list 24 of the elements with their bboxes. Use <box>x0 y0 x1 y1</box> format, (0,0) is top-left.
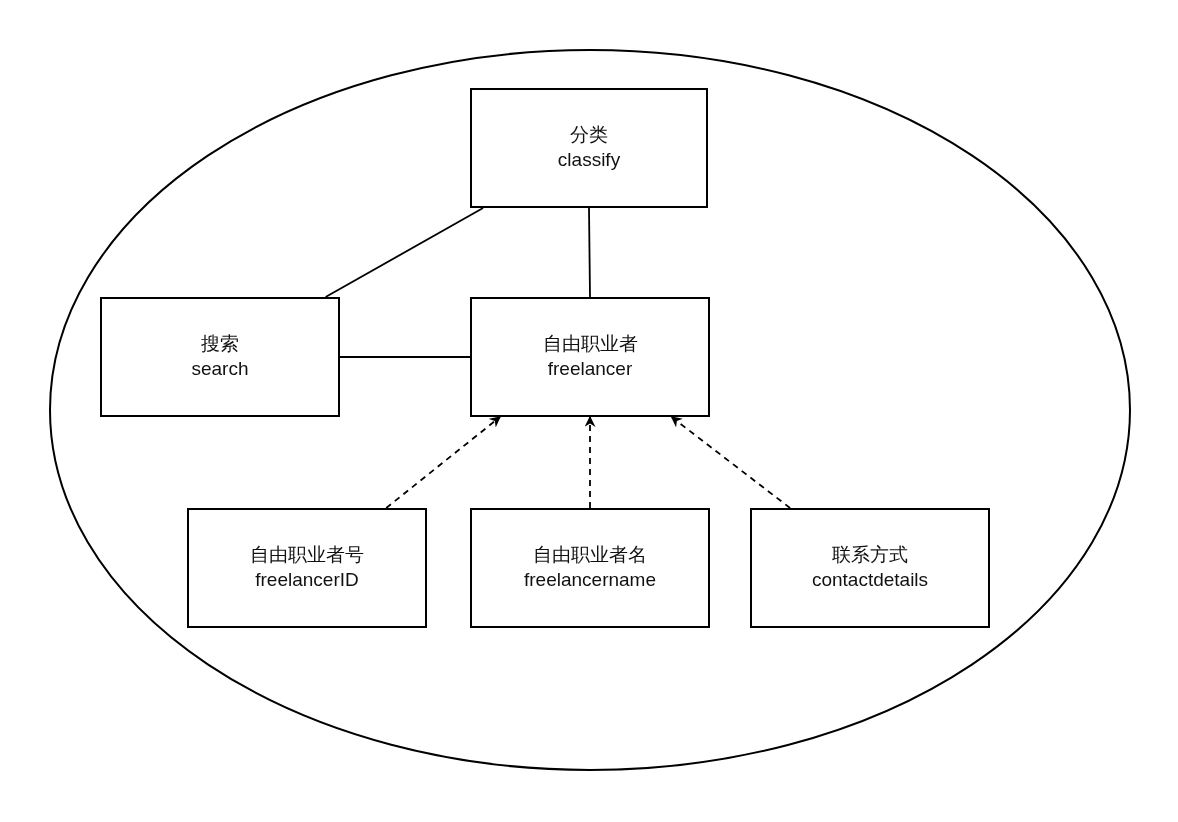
entity-label: 联系方式 <box>832 544 908 567</box>
entity-box <box>100 297 340 417</box>
connector-line <box>339 356 471 358</box>
entity-label: 搜索 <box>201 333 239 356</box>
arrow <box>584 415 596 509</box>
entity-label: freelancer <box>547 358 633 381</box>
entity-label: freelancerID <box>255 569 359 592</box>
entity-label: 自由职业者 <box>542 333 638 356</box>
arrow <box>385 416 501 509</box>
entity-label: contactdetails <box>811 569 929 592</box>
entity-box <box>750 508 990 628</box>
connector-line <box>588 207 591 298</box>
entity-label: 自由职业者名 <box>533 544 647 567</box>
entity-box <box>187 508 427 628</box>
entity-box <box>470 508 710 628</box>
entity-label: 分类 <box>570 124 608 147</box>
entity-label: classify <box>557 149 621 172</box>
entity-box <box>470 297 710 417</box>
entity-label: search <box>191 358 249 381</box>
entity-label: freelancername <box>524 569 656 592</box>
connector-line <box>324 207 484 298</box>
arrow <box>670 416 791 509</box>
entity-box <box>470 88 708 208</box>
entity-label: 自由职业者号 <box>250 544 364 567</box>
